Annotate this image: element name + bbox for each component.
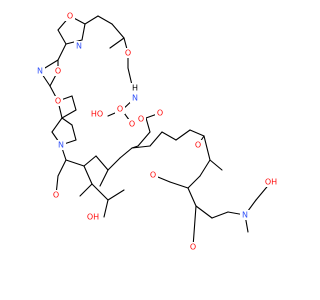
bond	[211, 211, 229, 219]
svg-text:O: O	[195, 141, 201, 150]
bond	[149, 131, 163, 147]
bond	[111, 23, 125, 39]
bond	[95, 155, 109, 171]
bond	[83, 165, 93, 185]
oxazole-middle-oxygen: O	[53, 66, 63, 76]
bond	[81, 23, 86, 41]
bond	[57, 29, 67, 45]
ketone-oxygen: O	[193, 140, 203, 150]
bond	[107, 189, 125, 201]
hydroxyl-upper: HO	[88, 109, 106, 119]
bond	[131, 145, 139, 149]
lactone-oxygen: O	[115, 104, 125, 114]
amine-nitrogen: N	[240, 210, 250, 220]
bond	[187, 187, 197, 207]
svg-text:O: O	[53, 191, 59, 200]
bond	[175, 129, 191, 141]
bond	[119, 147, 133, 159]
svg-text:OH: OH	[87, 213, 99, 222]
svg-text:O: O	[125, 49, 131, 58]
svg-text:N: N	[76, 42, 82, 51]
bond	[83, 155, 97, 167]
bond	[84, 15, 99, 25]
lactone-ring-oxygen: O	[136, 114, 146, 124]
methoxy-right-oxygen: O	[188, 242, 198, 252]
svg-text:O: O	[117, 105, 123, 114]
bond	[189, 129, 205, 137]
svg-text:O: O	[138, 115, 144, 124]
bond	[57, 159, 67, 177]
amide-nitrogen: N	[130, 93, 140, 103]
hydroxyl-lower: OH	[84, 212, 102, 222]
methoxy-left-oxygen: O	[51, 190, 61, 200]
svg-text:HO: HO	[91, 110, 103, 119]
bond	[161, 131, 177, 141]
bond	[99, 169, 109, 187]
bond	[79, 183, 93, 197]
oxazole-top-oxygen: O	[65, 11, 75, 21]
svg-text:O: O	[55, 97, 61, 106]
bond	[51, 117, 63, 133]
bond	[131, 145, 151, 149]
svg-text:O: O	[150, 171, 156, 180]
bond	[199, 159, 211, 177]
svg-text:O: O	[55, 67, 61, 76]
bond	[192, 205, 197, 248]
oxazole-lower-oxygen: O	[53, 96, 63, 106]
methoxy-middle-oxygen: O	[127, 119, 137, 129]
svg-text:O: O	[129, 120, 135, 129]
svg-text:O: O	[190, 243, 196, 252]
svg-text:N: N	[37, 67, 43, 76]
bond	[107, 157, 121, 171]
amide-hydrogen: H	[130, 83, 140, 93]
bond	[61, 117, 73, 126]
bond	[103, 199, 109, 218]
bond	[169, 181, 189, 189]
molecule-structure: O N O N O N O N H HO O O O O O O O OH O …	[35, 11, 280, 252]
svg-text:OH: OH	[265, 178, 277, 187]
methoxy-lower-oxygen: O	[148, 170, 158, 180]
oxazole-middle-nitrogen: N	[35, 66, 45, 76]
methoxy-top-oxygen: O	[123, 48, 133, 58]
carbonyl-oxygen: O	[155, 108, 165, 118]
svg-text:N: N	[132, 94, 138, 103]
svg-text:O: O	[67, 12, 73, 21]
oxazole-lower-nitrogen: N	[56, 140, 66, 150]
svg-text:N: N	[242, 211, 248, 220]
bond	[187, 175, 201, 189]
bond	[61, 109, 77, 119]
oxazole-top-nitrogen: N	[74, 41, 84, 51]
bond	[57, 43, 67, 61]
bond	[91, 183, 109, 201]
bond	[137, 131, 151, 147]
terminal-hydroxyl: OH	[262, 177, 280, 187]
svg-text:H: H	[132, 84, 138, 93]
bond	[109, 37, 125, 49]
svg-text:N: N	[58, 141, 64, 150]
bond	[209, 159, 223, 171]
bond	[97, 15, 113, 25]
bond	[65, 159, 85, 167]
bond	[203, 135, 211, 161]
svg-text:O: O	[157, 109, 163, 118]
bond	[195, 205, 213, 219]
bond	[145, 117, 151, 133]
bond	[71, 95, 77, 111]
atom-label-layer: O N O N O N O N H HO O O O O O O O OH O …	[35, 11, 280, 252]
bond	[71, 124, 77, 141]
